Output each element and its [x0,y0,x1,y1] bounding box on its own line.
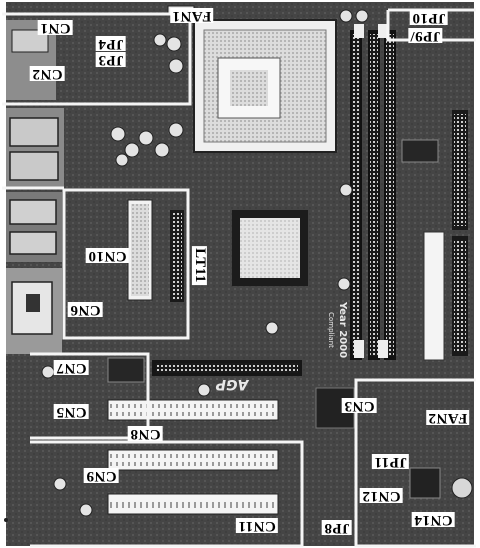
pci-slots [107,399,279,515]
label-lt11: LT11 [191,246,208,285]
bios-chip [409,467,441,499]
label-cn8: CN8 [128,426,163,442]
label-jp9: JP9/ [408,28,443,44]
label-jp8: JP8 [322,520,352,536]
label-cn10: CN10 [86,248,129,264]
label-cn3: CN3 [342,398,377,414]
label-cn9: CN9 [84,468,119,484]
capacitors [41,9,369,517]
battery [451,477,473,499]
cpu-socket [193,19,337,153]
label-cn7: CN7 [54,360,89,376]
io-chip [107,357,145,383]
rear-io-connectors [6,20,64,354]
agp-marking: AGP [215,376,249,392]
label-cn14: CN14 [412,512,455,528]
atx-power-area [127,199,184,302]
label-jp4: JP4 [96,36,126,52]
agp-slot [152,360,302,376]
compliant-marking: Compliant [327,312,335,348]
year-2000-marking: Year 2000 [337,301,348,358]
vrm-chip [401,139,439,163]
label-cn12: CN12 [360,488,403,504]
label-jp11: JP11 [372,454,409,470]
label-fan2: FAN2 [426,410,470,426]
label-jp3: JP3 [96,52,126,68]
label-cn6: CN6 [68,302,103,318]
label-fan1: FAN1 [170,8,214,24]
label-cn1: CN1 [38,20,73,36]
label-cn5: CN5 [54,404,89,420]
ide-connectors [423,110,468,361]
memory-slots [350,24,396,360]
northbridge-chip [232,210,308,286]
label-cn2: CN2 [30,66,65,82]
label-cn11: CN11 [236,518,278,534]
label-jp10: JP10 [410,10,448,26]
stray-dot [4,518,8,522]
